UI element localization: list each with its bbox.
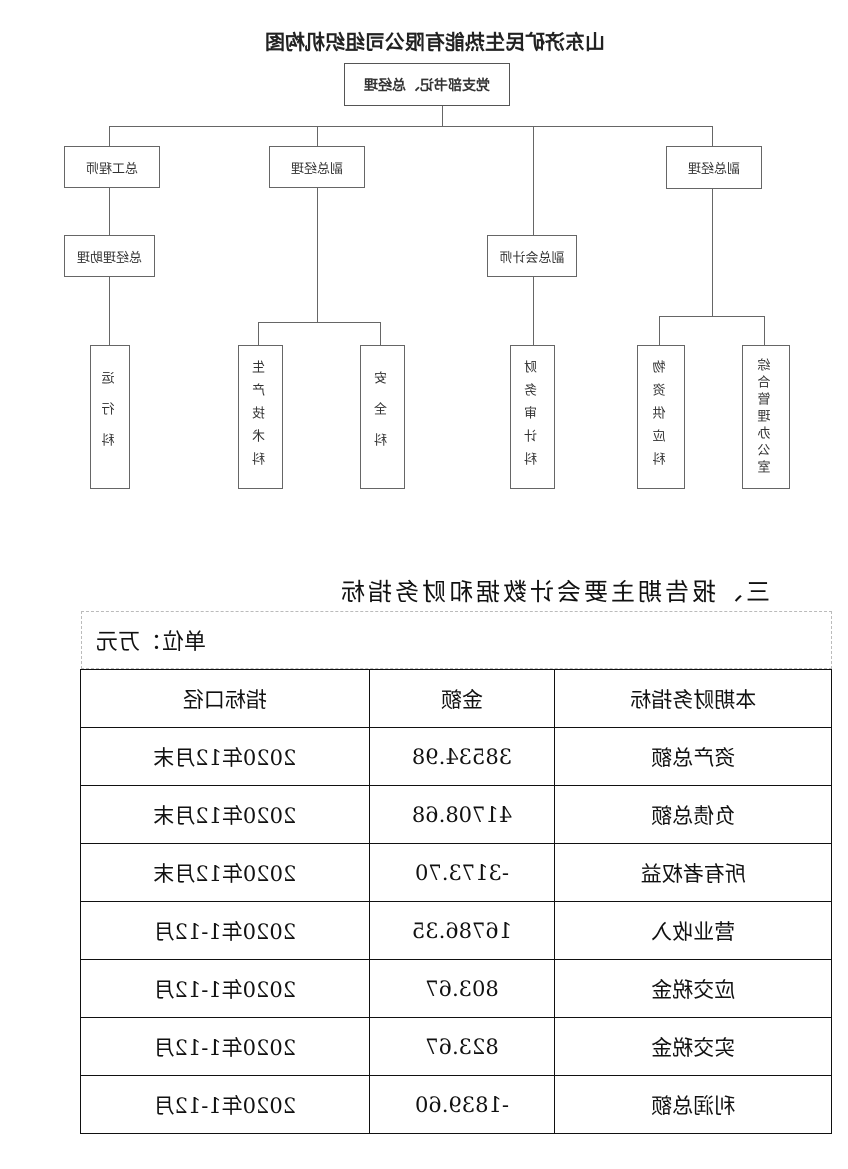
org-dept-label: 综合管理办公室 (758, 357, 774, 477)
indicator-cell: 营业收入 (554, 901, 832, 960)
org-dept-label: 安全科 (375, 370, 390, 464)
period-cell: 2020年12月末 (80, 727, 370, 786)
org-dept-label: 财务审计科 (525, 359, 540, 475)
org-dept-supply: 物资供应科 (637, 345, 685, 489)
connector (764, 316, 765, 345)
connector (712, 126, 713, 146)
indicator-cell: 实交税金 (554, 1017, 832, 1076)
connector (317, 126, 318, 146)
period-cell: 2020年1-12月 (80, 901, 370, 960)
org-node-label: 副总经理 (688, 162, 741, 177)
org-dept-operation: 运行科 (90, 345, 130, 489)
amount-cell: 38534.98 (369, 727, 555, 786)
org-node-label: 副总会计师 (499, 250, 565, 266)
org-dept-label: 物资供应科 (653, 359, 669, 475)
org-dept-general-office: 综合管理办公室 (742, 345, 790, 489)
org-chart-title: 山东济矿民生热能有限公司组织机构图 (265, 30, 605, 54)
org-node-label: 总经理助理 (77, 250, 143, 266)
connector (258, 322, 259, 345)
org-node-party-secretary-gm: 党支部书记、总经理 (344, 63, 510, 106)
amount-cell: 803.67 (369, 959, 555, 1018)
connector (109, 126, 110, 146)
connector (317, 188, 318, 322)
column-header: 本期财务指标 (554, 669, 832, 728)
section-heading: 三、报告期主要会计数据和财务指标 (338, 578, 770, 606)
org-dept-label: 生产技术科 (253, 359, 268, 475)
column-header: 金额 (369, 669, 555, 728)
indicator-cell: 应交税金 (554, 959, 832, 1018)
period-cell: 2020年1-12月 (80, 1075, 370, 1134)
connector (109, 277, 110, 345)
connector (442, 106, 443, 126)
connector (109, 188, 110, 235)
org-node-deputy-accountant: 副总会计师 (487, 235, 577, 277)
unit-text: 单位：万元 (96, 630, 207, 655)
amount-cell: 16786.35 (369, 901, 555, 960)
connector (110, 126, 713, 127)
org-node-label: 副总经理 (291, 161, 344, 177)
connector (533, 126, 534, 235)
table-header-row: 本期财务指标 金额 指标口径 (80, 669, 832, 728)
indicator-cell: 利润总额 (554, 1075, 832, 1134)
indicator-cell: 资产总额 (554, 727, 832, 786)
amount-cell: 41708.68 (369, 785, 555, 844)
connector (380, 322, 381, 345)
amount-cell: -1839.60 (369, 1075, 555, 1134)
period-cell: 2020年1-12月 (80, 1017, 370, 1076)
indicator-cell: 所有者权益 (554, 843, 832, 902)
amount-cell: -3173.70 (369, 843, 555, 902)
org-node-deputy-gm: 副总经理 (666, 146, 762, 189)
org-dept-label: 运行科 (102, 370, 118, 464)
period-cell: 2020年12月末 (80, 843, 370, 902)
connector (258, 322, 381, 323)
org-node-label: 党支部书记、总经理 (364, 77, 490, 94)
connector (659, 316, 765, 317)
unit-label: 单位：万元 (81, 611, 832, 669)
connector (712, 189, 713, 316)
org-node-gm-assistant: 总经理助理 (64, 235, 155, 277)
amount-cell: 823.67 (369, 1017, 555, 1076)
indicator-cell: 负债总额 (554, 785, 832, 844)
org-node-label: 总工程师 (86, 161, 139, 177)
org-node-chief-engineer: 总工程师 (64, 146, 160, 188)
column-header: 指标口径 (80, 669, 370, 728)
org-dept-safety: 安全科 (360, 345, 405, 489)
org-dept-production: 生产技术科 (238, 345, 283, 489)
period-cell: 2020年1-12月 (80, 959, 370, 1018)
org-dept-finance: 财务审计科 (510, 345, 555, 489)
period-cell: 2020年12月末 (80, 785, 370, 844)
connector (533, 277, 534, 345)
connector (659, 316, 660, 345)
org-node-deputy-gm: 副总经理 (269, 146, 365, 188)
